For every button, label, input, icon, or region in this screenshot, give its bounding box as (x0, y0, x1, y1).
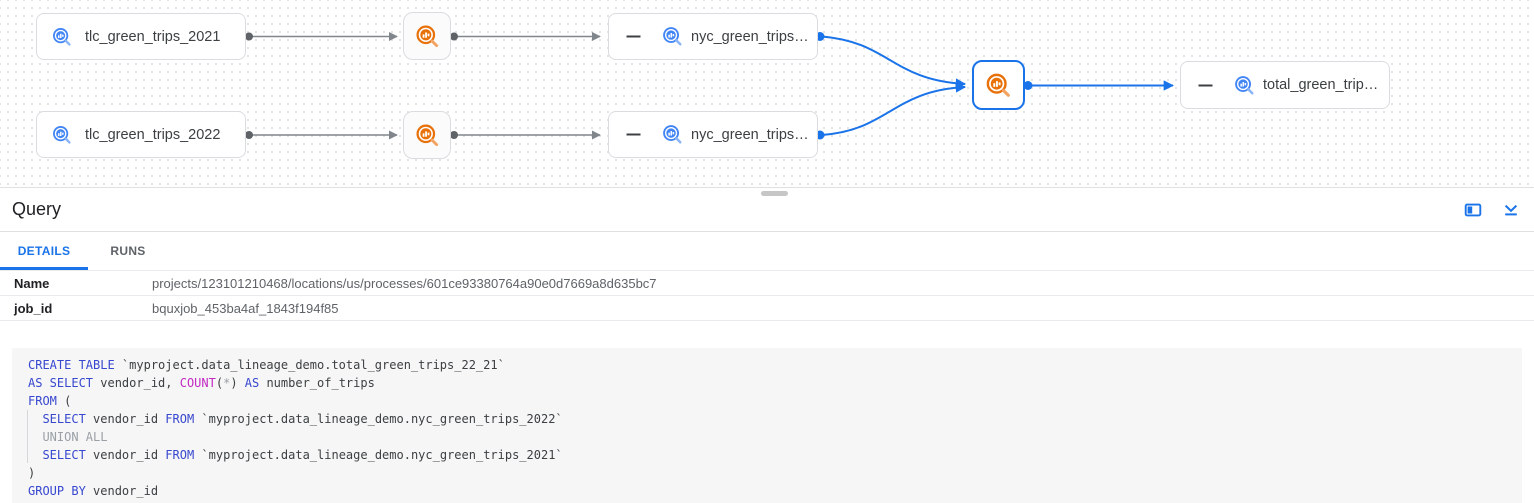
bigquery-query-icon (414, 122, 441, 149)
node-nyc-green-trips-2[interactable]: nyc_green_trips… (608, 111, 818, 158)
side-panel-icon[interactable] (1464, 201, 1482, 219)
bigquery-table-icon (661, 25, 684, 48)
bigquery-table-icon (1233, 74, 1256, 97)
tab-bar: DETAILS RUNS (0, 232, 1534, 271)
panel-title: Query (12, 199, 62, 219)
hide-lineage-minus-icon[interactable] (625, 126, 642, 143)
indent-guide (27, 410, 28, 463)
sql-code-block: CREATE TABLE `myproject.data_lineage_dem… (12, 348, 1522, 503)
sql-code: CREATE TABLE `myproject.data_lineage_dem… (28, 358, 563, 498)
details-table: Name projects/123101210468/locations/us/… (0, 271, 1534, 321)
tab-label: DETAILS (17, 244, 71, 258)
tab-runs[interactable]: RUNS (88, 232, 168, 270)
collapse-panel-icon[interactable] (1502, 201, 1520, 219)
table-row-name: Name projects/123101210468/locations/us/… (0, 271, 1534, 296)
node-label: nyc_green_trips… (691, 126, 809, 143)
node-tlc-green-trips-2022[interactable]: tlc_green_trips_2022 (36, 111, 246, 158)
panel-header: Query (0, 188, 1534, 232)
bigquery-table-icon (51, 26, 73, 48)
lineage-canvas[interactable]: tlc_green_trips_2021 tlc_green_trips_202… (0, 0, 1534, 188)
bigquery-query-icon (984, 71, 1013, 100)
node-query-selected[interactable] (972, 60, 1025, 110)
panel-drag-handle[interactable] (761, 191, 788, 196)
node-query-1[interactable] (403, 12, 451, 60)
table-row-job-id: job_id bquxjob_453ba4af_1843f194f85 (0, 296, 1534, 321)
bigquery-query-icon (414, 23, 441, 50)
node-label: total_green_trip… (1263, 77, 1379, 93)
bigquery-table-icon (51, 124, 73, 146)
hide-lineage-minus-icon[interactable] (1197, 77, 1214, 94)
node-tlc-green-trips-2021[interactable]: tlc_green_trips_2021 (36, 13, 246, 60)
node-label: nyc_green_trips… (691, 28, 809, 45)
detail-label: Name (14, 275, 50, 291)
detail-label: job_id (14, 300, 53, 316)
bigquery-table-icon (661, 123, 684, 146)
details-panel: Query DETAILS RUNS Name projects/1231012… (0, 188, 1534, 503)
hide-lineage-minus-icon[interactable] (625, 28, 642, 45)
node-label: tlc_green_trips_2021 (85, 28, 221, 45)
node-nyc-green-trips-1[interactable]: nyc_green_trips… (608, 13, 818, 60)
tab-label: RUNS (110, 244, 146, 258)
detail-value: projects/123101210468/locations/us/proce… (152, 275, 657, 291)
node-query-2[interactable] (403, 111, 451, 159)
detail-value: bquxjob_453ba4af_1843f194f85 (152, 300, 339, 316)
node-total-green-trips[interactable]: total_green_trip… (1180, 61, 1390, 109)
node-label: tlc_green_trips_2022 (85, 126, 221, 143)
tab-details[interactable]: DETAILS (0, 232, 88, 270)
